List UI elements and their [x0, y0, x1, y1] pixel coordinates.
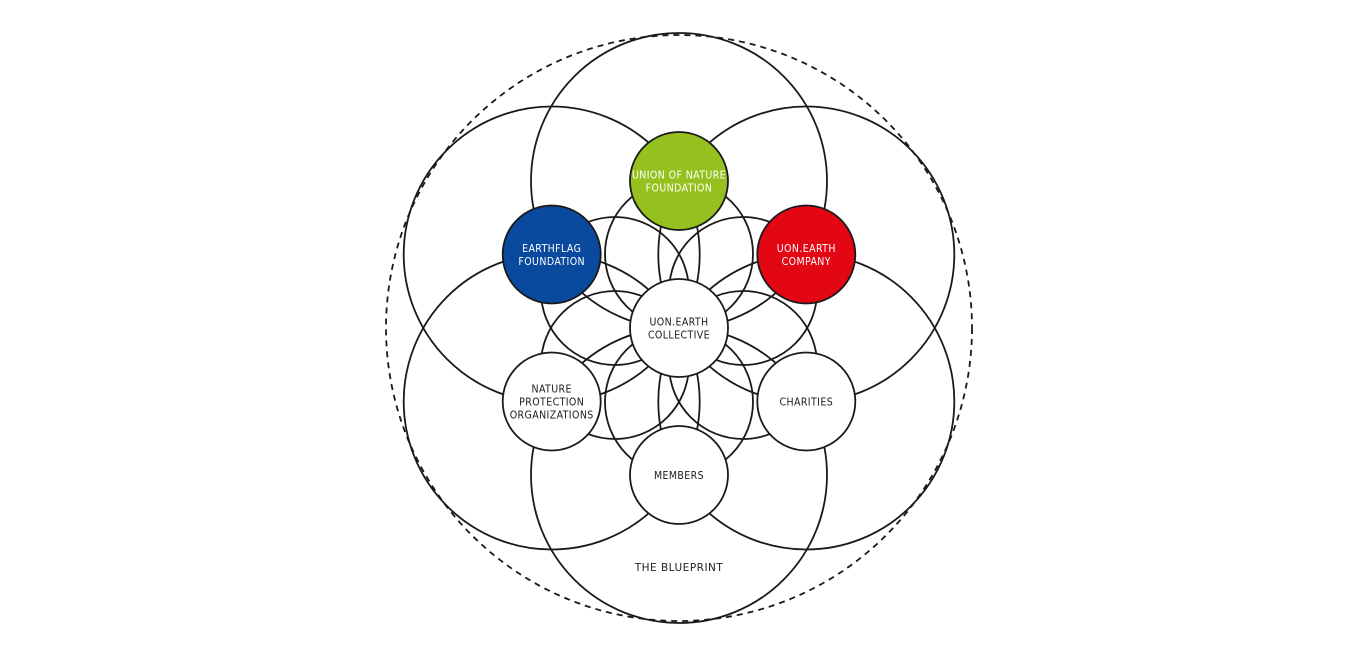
node-charities: CHARITIES — [756, 351, 857, 452]
outer-dashed-ring — [385, 34, 973, 622]
node-label-earthflag-foundation-line-2: FOUNDATION — [518, 256, 585, 268]
node-circle-uon-earth-company — [756, 204, 857, 305]
node-members: MEMBERS — [629, 425, 729, 525]
organization-nodes: UNION OF NATUREFOUNDATIONEARTHFLAGFOUNDA… — [501, 131, 857, 525]
node-label-uon-earth-collective-line-1: UON.EARTH — [649, 317, 708, 329]
node-label-charities-line-1: CHARITIES — [779, 397, 833, 409]
node-label-earthflag-foundation-line-1: EARTHFLAG — [522, 243, 581, 255]
node-circle-nature-protection-organizations — [501, 351, 602, 452]
node-label-uon-earth-company-line-2: COMPANY — [782, 256, 831, 268]
node-label-nature-protection-organizations-line-1: NATURE — [532, 384, 572, 396]
node-circle-uon-earth-collective — [629, 278, 729, 378]
node-label-uon-earth-collective-line-2: COLLECTIVE — [648, 330, 710, 342]
node-label-union-of-nature-foundation-line-2: FOUNDATION — [646, 183, 713, 195]
node-label-union-of-nature-foundation-line-1: UNION OF NATURE — [632, 170, 726, 182]
node-label-members-line-1: MEMBERS — [654, 470, 704, 482]
node-circle-union-of-nature-foundation — [629, 131, 729, 231]
node-circle-earthflag-foundation — [501, 204, 602, 305]
node-label-uon-earth-company-line-1: UON.EARTH — [777, 243, 836, 255]
node-label-nature-protection-organizations-line-3: ORGANIZATIONS — [510, 410, 594, 422]
node-circle-charities — [756, 351, 857, 452]
diagram-caption: THE BLUEPRINT — [634, 562, 724, 574]
node-circle-members — [629, 425, 729, 525]
node-label-nature-protection-organizations-line-2: PROTECTION — [519, 397, 584, 409]
